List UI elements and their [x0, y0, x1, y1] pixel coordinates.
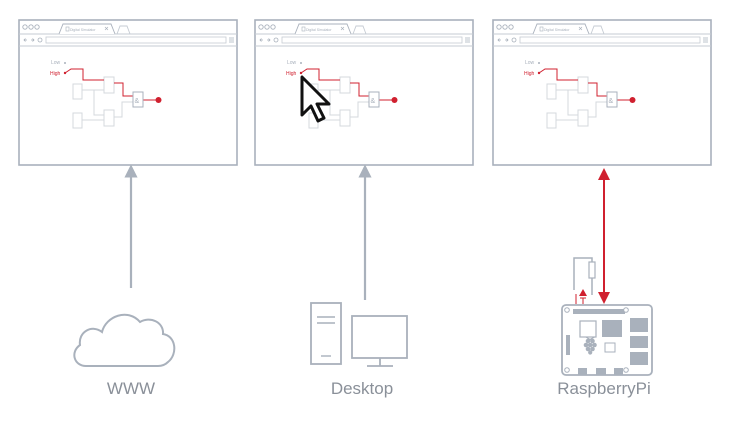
label-raspberrypi: RaspberryPi [557, 379, 651, 398]
label-www: WWW [106, 379, 156, 398]
browser-window-www: Digital Simulator Low High & [18, 19, 238, 166]
tab-title: Digital Simulator [70, 28, 96, 32]
label-desktop: Desktop [330, 379, 394, 398]
browser-window-raspberrypi: Digital Simulator Low High & [492, 19, 712, 166]
input-label-low: Low [525, 60, 535, 66]
input-label-high: High [286, 71, 297, 77]
and-gate-symbol: & [371, 98, 376, 105]
input-label-high: High [50, 71, 61, 77]
desktop-computer-icon [310, 302, 408, 367]
raspberry-logo-icon [583, 336, 597, 355]
and-gate-symbol: & [135, 98, 140, 105]
raspberry-pi-board-icon [561, 257, 653, 376]
input-label-high: High [524, 71, 535, 77]
input-label-low: Low [287, 60, 297, 66]
cloud-icon [73, 313, 176, 367]
tab-title: Digital Simulator [544, 28, 570, 32]
and-gate-symbol: & [609, 98, 614, 105]
input-label-low: Low [51, 60, 61, 66]
browser-window-desktop: Digital Simulator Low High & [254, 19, 474, 166]
tab-title: Digital Simulator [306, 28, 332, 32]
